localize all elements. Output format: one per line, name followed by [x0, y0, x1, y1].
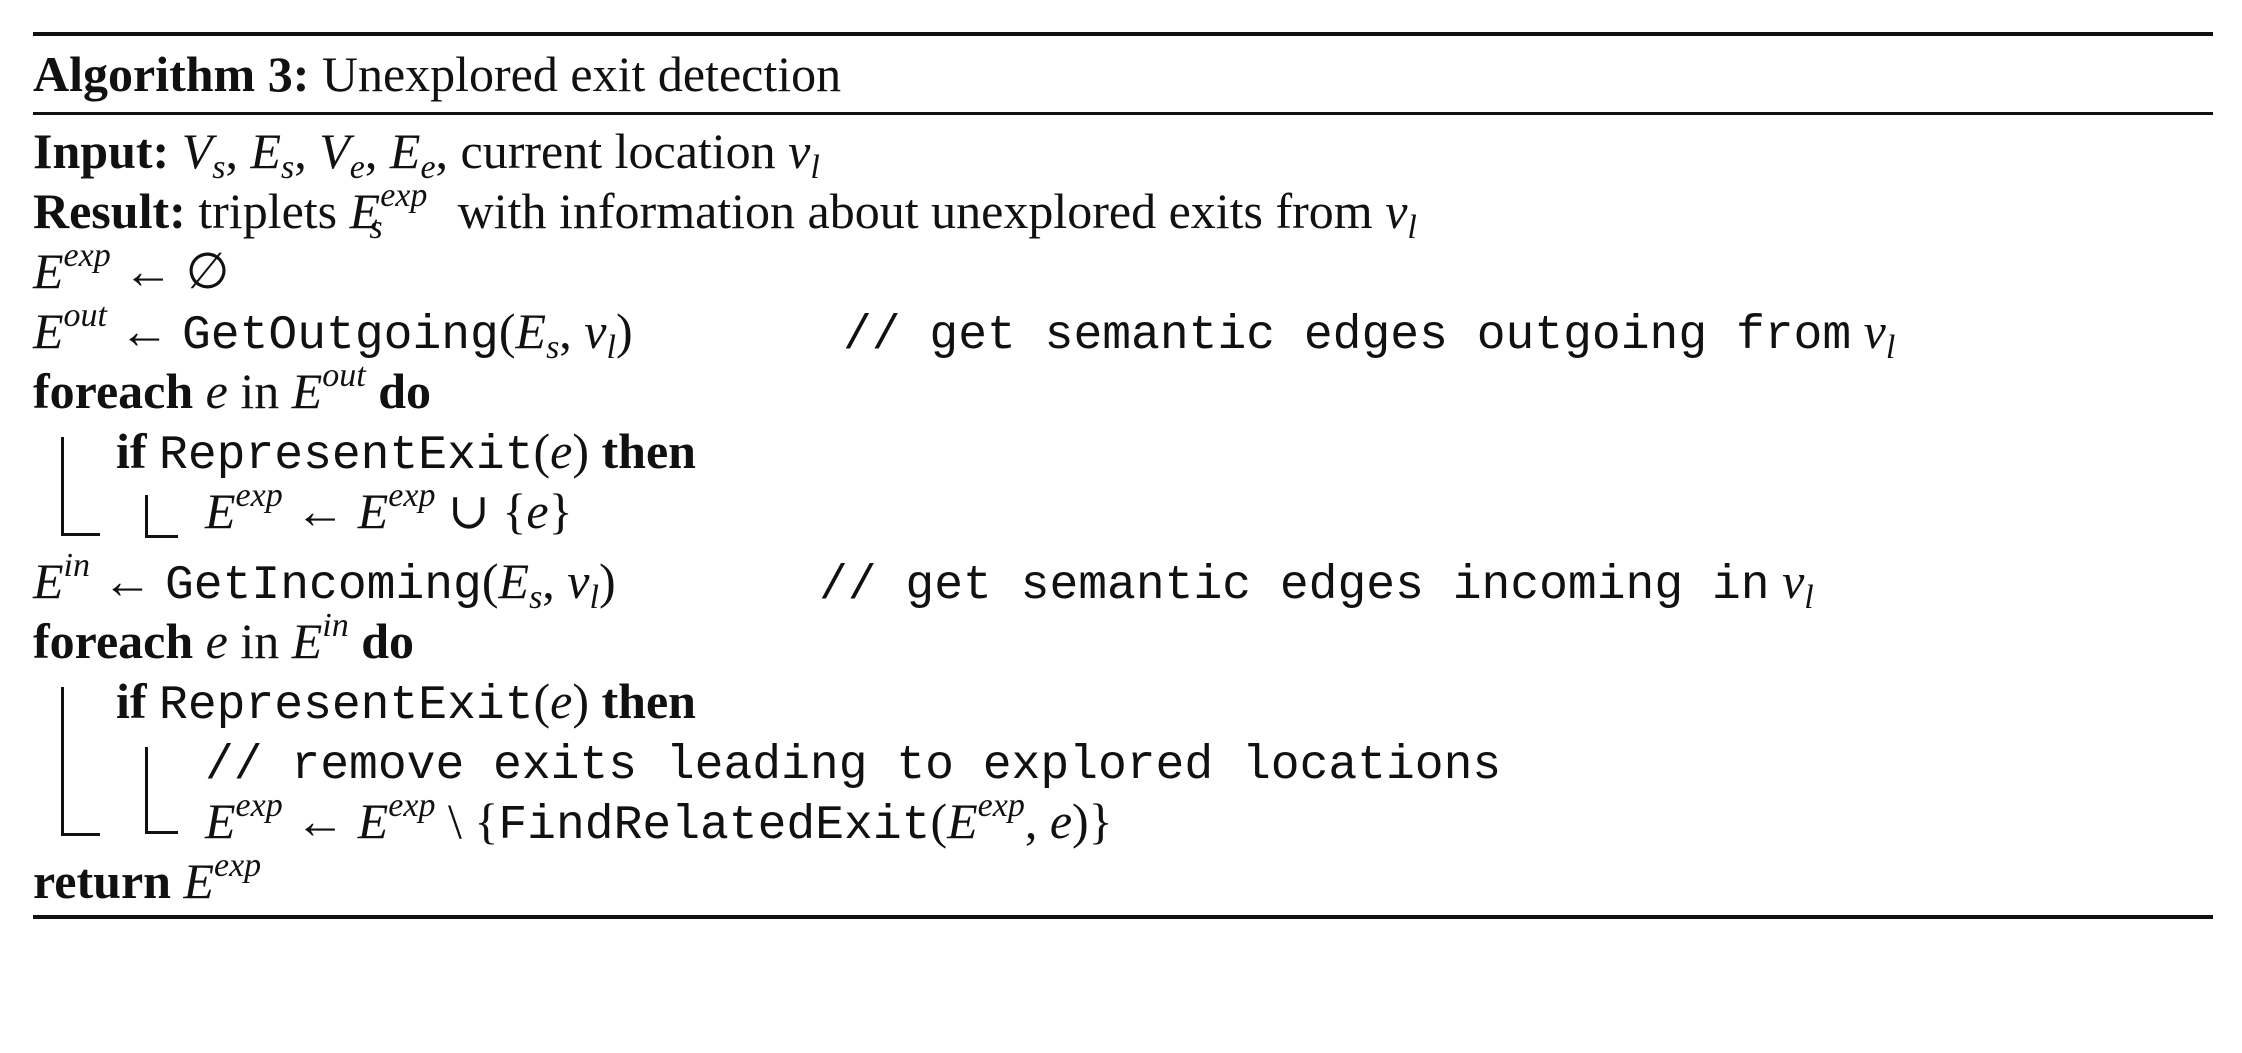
- difference-line: Eexp ← Eexp \ {FindRelatedExit(Eexp, e)}: [205, 787, 1113, 854]
- result-text-1: triplets: [198, 183, 338, 239]
- bottom-rule: [33, 915, 2213, 919]
- foreach-in-line: foreach e in Ein do: [33, 607, 415, 670]
- return-line: return Eexp: [33, 847, 262, 910]
- algorithm-body: Input: Vs, Es, Ve, Ee, current location …: [33, 115, 2213, 1007]
- mid-rule: [33, 112, 2213, 115]
- result-text-2: with information about unexplored exits …: [457, 183, 1373, 239]
- input-text: current location: [460, 123, 776, 179]
- if-bracket-2: [145, 747, 178, 834]
- input-line: Input: Vs, Es, Ve, Ee, current location …: [33, 123, 820, 186]
- foreach-out-line: foreach e in Eout do: [33, 357, 432, 420]
- get-outgoing-fn: GetOutgoing: [182, 309, 499, 363]
- top-rule: [33, 32, 2213, 36]
- if-represent-line-1: if RepresentExit(e) then: [116, 423, 696, 483]
- get-incoming-fn: GetIncoming: [165, 559, 482, 613]
- incoming-line: Ein ← GetIncoming(Es, vl): [33, 547, 616, 616]
- algorithm-title: Algorithm 3: Unexplored exit detection: [33, 36, 2213, 112]
- init-line: Eexp ← ∅: [33, 237, 230, 300]
- remove-comment: // remove exits leading to explored loca…: [205, 739, 1502, 793]
- incoming-comment: // get semantic edges incoming in vl: [819, 553, 1814, 616]
- result-line: Result: triplets Eexps with information …: [33, 177, 1417, 246]
- foreach-bracket-2: [61, 687, 100, 836]
- result-keyword: Result:: [33, 183, 186, 239]
- outgoing-line: Eout ← GetOutgoing(Es, vl): [33, 297, 633, 366]
- algorithm-box: Algorithm 3: Unexplored exit detection I…: [33, 32, 2213, 1007]
- if-bracket-1: [145, 495, 178, 538]
- union-line: Eexp ← Eexp ∪ {e}: [205, 477, 573, 540]
- if-represent-line-2: if RepresentExit(e) then: [116, 673, 696, 733]
- find-related-exit-fn: FindRelatedExit: [498, 799, 931, 853]
- algorithm-label: Algorithm 3:: [33, 46, 310, 102]
- algorithm-name: Unexplored exit detection: [321, 46, 842, 102]
- foreach-bracket-1: [61, 437, 100, 536]
- outgoing-comment: // get semantic edges outgoing from vl: [843, 303, 1896, 366]
- input-keyword: Input:: [33, 123, 170, 179]
